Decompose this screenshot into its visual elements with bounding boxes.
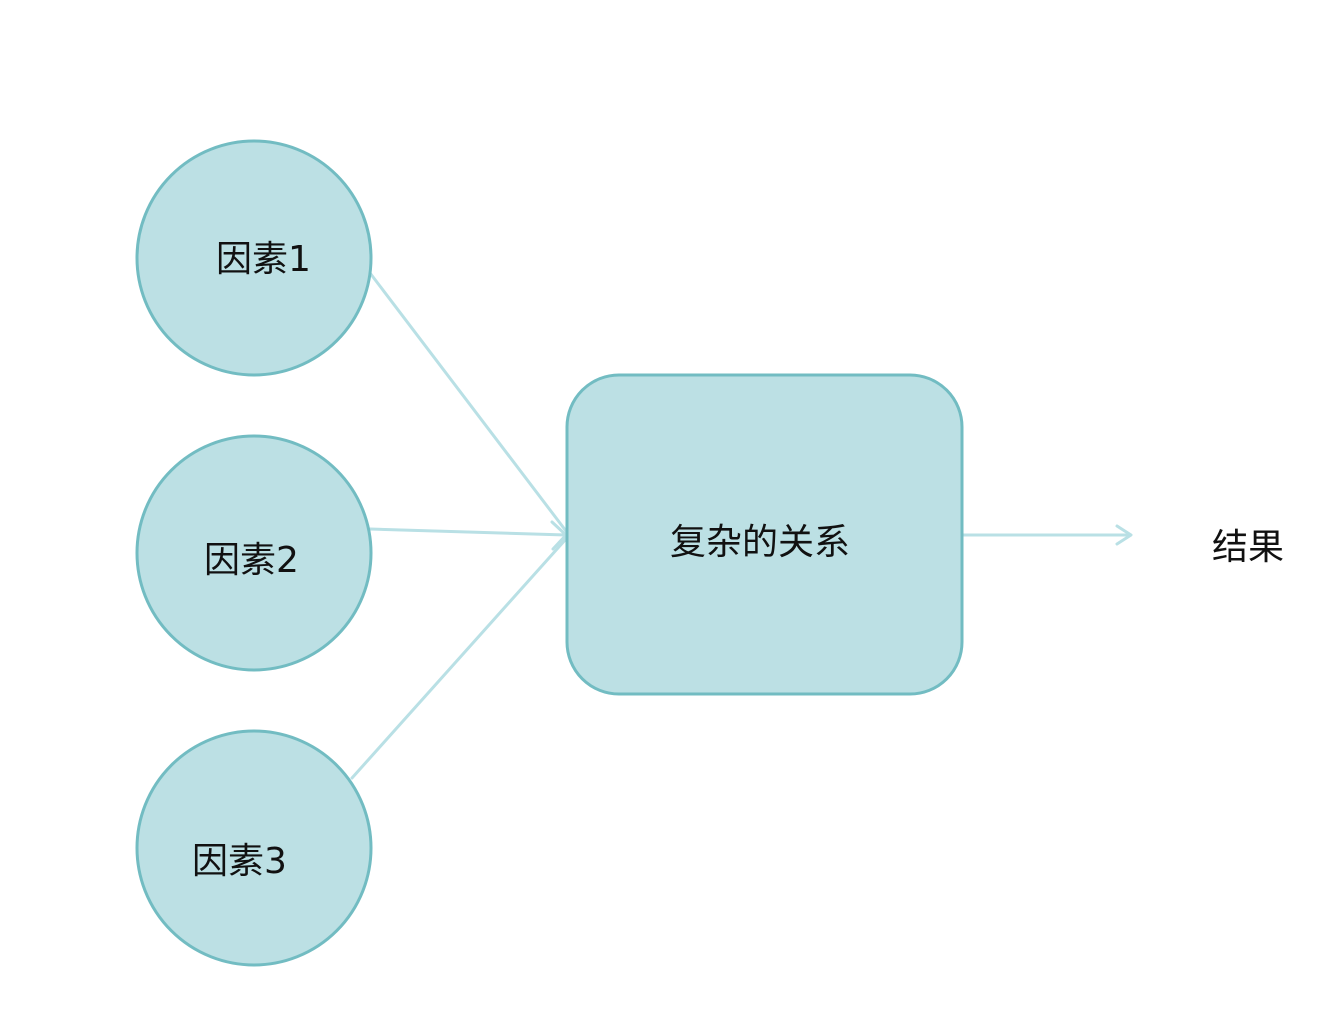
edge-factor1-to-relation — [368, 271, 568, 533]
edge-factor2-to-relation — [368, 527, 568, 537]
factor-label-2: 因素2 — [204, 540, 299, 581]
edge-factor3-to-relation — [350, 537, 568, 780]
connectors — [350, 271, 1133, 780]
factor-circle-3 — [135, 729, 373, 967]
factor-node-2: 因素2 — [135, 434, 373, 672]
factor-node-1: 因素1 — [135, 139, 373, 377]
factor-label-3: 因素3 — [192, 841, 287, 882]
relation-box — [565, 373, 964, 696]
result-label: 结果 — [1212, 527, 1284, 568]
factor-node-3: 因素3 — [135, 729, 373, 967]
relation-node: 复杂的关系 — [565, 373, 964, 696]
factor-circle-2 — [135, 434, 373, 672]
factor-label-1: 因素1 — [216, 239, 311, 280]
factor-circle-1 — [135, 139, 373, 377]
arrowhead-into-result — [1115, 524, 1133, 546]
relation-label: 复杂的关系 — [670, 522, 850, 563]
